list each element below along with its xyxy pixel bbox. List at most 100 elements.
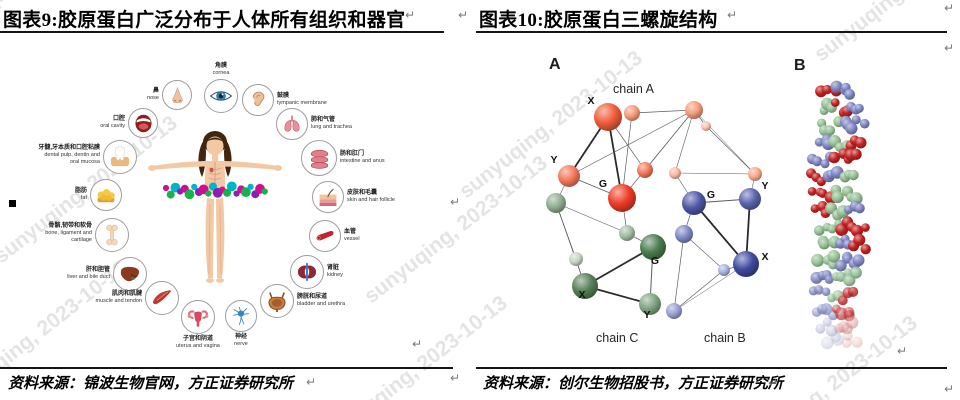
nerve-icon: [233, 306, 249, 326]
amino-acid-sphere: [682, 191, 706, 215]
paragraph-mark: ↵: [405, 8, 416, 22]
amino-acid-sphere: [718, 264, 730, 276]
bladder-icon: [268, 292, 286, 313]
muscle-icon: [152, 290, 171, 305]
organ-intestine: [301, 140, 337, 176]
figure10-title: 图表10:胶原蛋白三螺旋结构: [479, 10, 718, 31]
amino-acid-sphere: [748, 167, 762, 181]
residue-label: X: [761, 251, 768, 263]
bond-line: [621, 112, 633, 199]
bond-line: [644, 109, 695, 171]
organ-label-en: lung and trachea: [311, 124, 352, 131]
amino-acid-sphere: [733, 251, 759, 277]
organ-label-zh: 子宫和阴道: [182, 336, 213, 342]
paragraph-mark: ↵: [412, 337, 423, 351]
paragraph-mark: ↵: [450, 371, 461, 385]
figure10-bottom-rule: [476, 367, 947, 370]
paragraph-mark: ↵: [458, 8, 469, 22]
intestine-icon: [310, 149, 328, 169]
organ-label-en: dental pulp, dentin and oral mucosa: [44, 152, 100, 165]
paragraph-mark: ↵: [450, 195, 461, 209]
organ-label-en: oral cavity: [100, 123, 125, 130]
paragraph-mark: ↵: [944, 41, 955, 55]
amino-acid-sphere: [619, 225, 635, 241]
amino-acid-sphere: [639, 293, 661, 315]
residue-label: G: [651, 255, 659, 267]
organ-label-en: tympanic membrane: [277, 100, 327, 107]
fat-icon: [97, 189, 115, 203]
bond-line: [631, 109, 695, 114]
bond-line: [673, 269, 725, 312]
organ-label-zh: 脂肪: [74, 188, 87, 194]
kidney-icon: [297, 262, 317, 282]
chain-a-label: chain A: [613, 82, 655, 96]
bond-line: [673, 263, 747, 312]
figure10-source: 资料来源：创尔生物招股书，方正证券研究所: [483, 376, 784, 392]
bond-line: [705, 125, 756, 175]
organ-label-en: liver and bile duct: [67, 274, 110, 281]
chain-b-label: chain B: [704, 331, 746, 345]
organ-fat: [90, 179, 122, 211]
residue-label: Y: [643, 309, 650, 321]
bond-line: [674, 172, 756, 175]
organ-vessel: [309, 220, 341, 252]
organ-label-en: nose: [147, 95, 159, 102]
organ-label-zh: 骨骼,韧带和软骨: [48, 223, 92, 229]
residue-label: Y: [550, 154, 557, 166]
organ-label-zh: 肝和胆管: [85, 267, 110, 273]
organ-label-en: bladder and urethra: [297, 301, 346, 308]
organ-label-en: bone, ligament and cartilage: [45, 230, 92, 243]
organ-label-zh: 鼓膜: [277, 93, 290, 99]
paragraph-mark: ↵: [727, 8, 738, 22]
residue-label: G: [707, 189, 715, 201]
uterus-icon: [187, 310, 209, 327]
organ-label-en: intestine and anus: [340, 158, 385, 165]
organ-label-zh: 角膜: [214, 63, 227, 69]
amino-acid-sphere: [594, 103, 622, 131]
triple-helix-model: [806, 80, 871, 350]
residue-label: Y: [761, 180, 768, 192]
figure9-title-rule: [0, 31, 444, 34]
organ-lungs: [276, 108, 308, 140]
collagen-tutu: [162, 181, 268, 200]
organ-label-zh: 肌肉和肌腱: [111, 291, 142, 297]
organ-label-zh: 血管: [344, 229, 357, 235]
amino-acid-sphere: [640, 234, 666, 260]
amino-acid-sphere: [685, 101, 703, 119]
organ-uterus: [181, 300, 215, 334]
organ-nerve: [225, 300, 257, 332]
organ-liver: [113, 257, 147, 291]
organ-mouth: [128, 108, 158, 138]
figure9-title: 图表9:胶原蛋白广泛分布于人体所有组织和器官: [3, 10, 406, 31]
organ-ear: [242, 84, 274, 116]
organ-label-en: fat: [80, 195, 87, 202]
organ-label-zh: 口腔: [112, 116, 125, 122]
organ-label-en: vessel: [344, 236, 360, 243]
amino-acid-sphere: [624, 105, 640, 121]
eye-icon: [209, 91, 233, 101]
liver-icon: [120, 266, 140, 282]
chain-c-label: chain C: [596, 331, 639, 345]
organ-tooth: [103, 140, 137, 174]
organ-kidney: [290, 255, 324, 289]
organ-skin: [312, 181, 344, 213]
organ-bone: [95, 218, 129, 252]
amino-acid-sphere: [569, 252, 583, 266]
organ-label-zh: 肠和肛门: [340, 151, 365, 157]
amino-acid-sphere: [637, 162, 653, 178]
bond-line: [693, 109, 756, 175]
organ-label-zh: 牙髓,牙本质和口腔粘膜: [38, 145, 100, 151]
organ-label-zh: 肺和气管: [311, 117, 336, 123]
bond-line: [555, 202, 628, 234]
